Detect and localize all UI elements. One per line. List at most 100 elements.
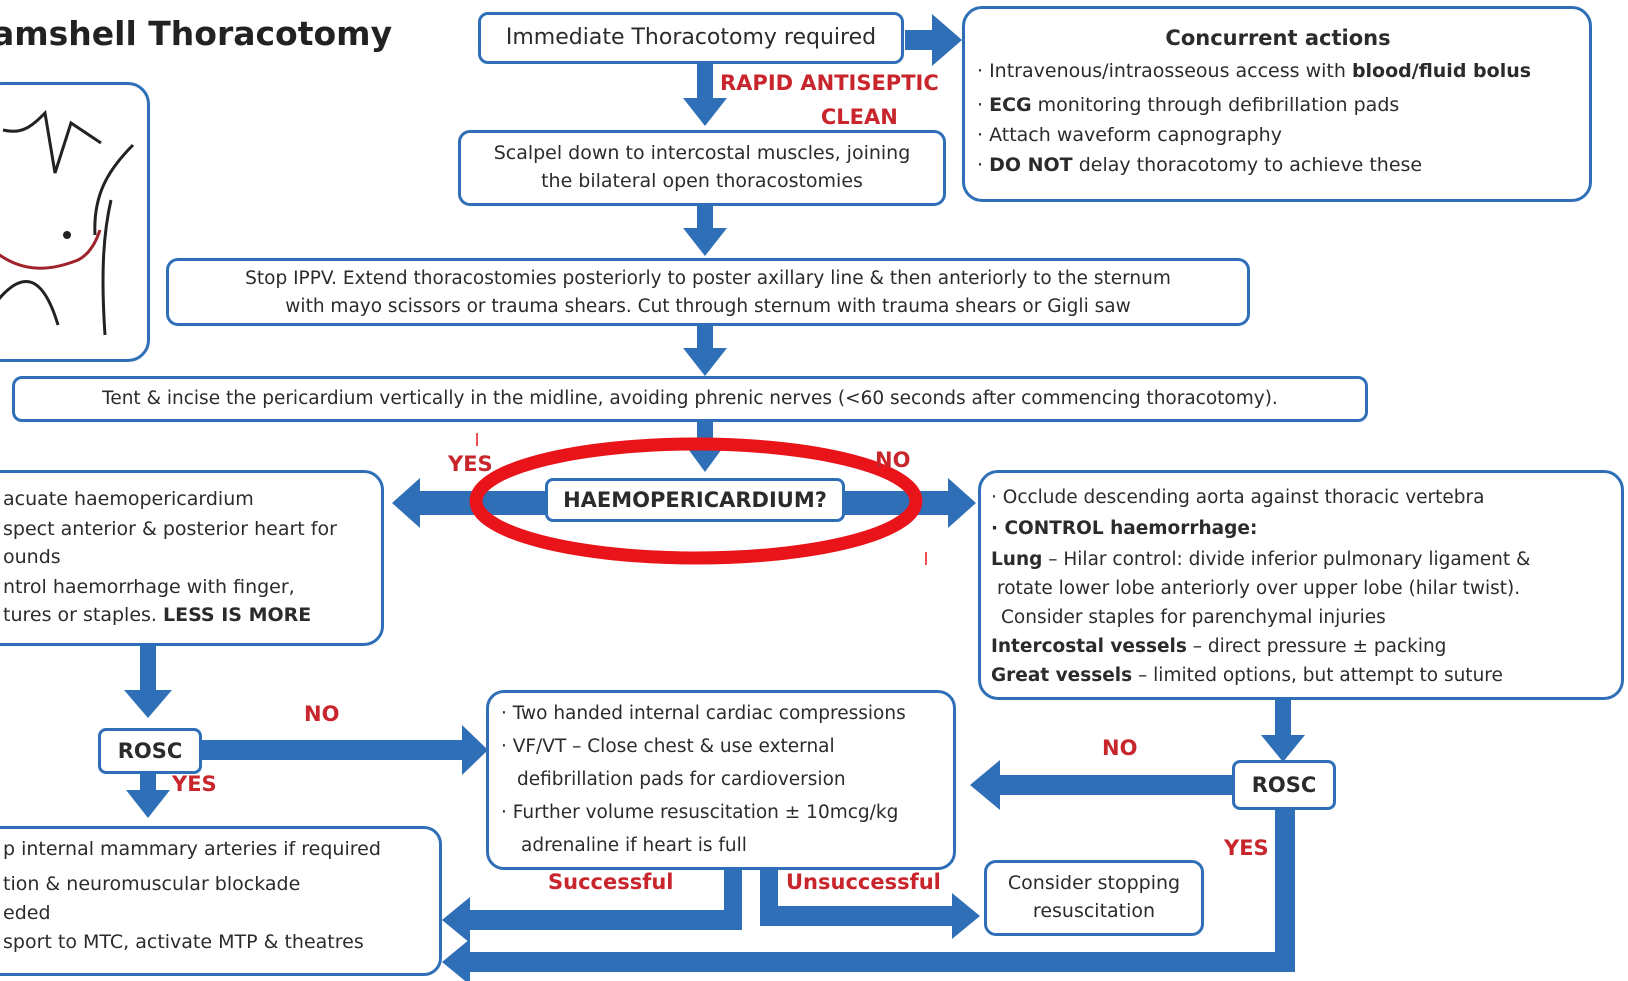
concurrent-item-1-bold: blood/fluid bolus	[1351, 60, 1532, 82]
control-line4: rotate lower lobe anteriorly over upper …	[997, 578, 1521, 599]
scalpel-line1: Scalpel down to intercostal muscles, joi…	[493, 142, 911, 164]
compressions-line3: defibrillation pads for cardioversion	[517, 769, 846, 790]
arrow-unsuccessful	[760, 868, 980, 939]
concurrent-item-2: · ECG monitoring through defibrillation …	[977, 91, 1579, 119]
arrow-left-to-rosc	[124, 645, 172, 718]
control-line7-text: – limited options, but attempt to suture	[1132, 665, 1503, 686]
arrow-decision-no-right	[842, 478, 976, 528]
rosc-right-text: ROSC	[1251, 773, 1317, 797]
post-rosc-line3: eded	[3, 902, 51, 924]
concurrent-item-1-text: · Intravenous/intraosseous access with	[977, 60, 1352, 82]
clamshell-incision-line	[0, 229, 102, 270]
arrow-rosc-right-yes	[442, 808, 1295, 981]
page-title: amshell Thoracotomy	[0, 14, 393, 53]
arrow-start-to-concurrent	[905, 14, 962, 66]
scalpel-line2: the bilateral open thoracostomies	[541, 170, 863, 192]
control-line3-bold: Lung	[991, 549, 1043, 570]
chest-side-line	[101, 199, 113, 336]
nipple-dot	[63, 231, 71, 239]
arrow-scalpel-to-stop	[683, 204, 727, 256]
control-line1: · Occlude descending aorta against thora…	[991, 487, 1485, 508]
highlight-ellipse	[469, 437, 923, 565]
arrow-decision-yes-left	[392, 478, 545, 528]
stop-ippv-line1: Stop IPPV. Extend thoracostomies posteri…	[245, 268, 1171, 289]
arrow-rosc-left-no	[200, 725, 488, 775]
compressions-line5: adrenaline if heart is full	[521, 835, 747, 856]
arrow-right-to-rosc	[1261, 700, 1305, 762]
decision-yes-label: YES	[448, 452, 493, 476]
concurrent-actions-box: Concurrent actions · Intravenous/intraos…	[962, 6, 1592, 202]
control-line6-bold: Intercostal vessels	[991, 636, 1187, 657]
rosc-left-box: ROSC	[98, 728, 202, 774]
post-rosc-line2: tion & neuromuscular blockade	[3, 873, 301, 895]
start-box: Immediate Thoracotomy required	[478, 12, 904, 64]
evacuate-line5: tures or staples. LESS IS MORE	[3, 601, 381, 629]
haemopericardium-decision: HAEMOPERICARDIUM?	[545, 478, 845, 522]
evacuate-line1: acuate haemopericardium	[3, 488, 254, 510]
decision-text: HAEMOPERICARDIUM?	[563, 488, 827, 512]
arrow-successful	[442, 868, 742, 943]
concurrent-item-4-prefix: ·	[977, 154, 990, 176]
control-line2: · CONTROL haemorrhage:	[991, 518, 1258, 539]
rosc-right-yes-label: YES	[1224, 836, 1269, 860]
arrow-set	[124, 14, 1305, 981]
decision-no-label: NO	[875, 448, 911, 472]
rosc-left-no-label: NO	[304, 702, 340, 726]
evacuate-line5-bold: LESS IS MORE	[163, 604, 312, 626]
post-rosc-line1: p internal mammary arteries if required	[3, 838, 381, 860]
control-line3-text: – Hilar control: divide inferior pulmona…	[1042, 549, 1531, 570]
evacuate-line5-text: tures or staples.	[3, 604, 163, 626]
control-line5: Consider staples for parenchymal injurie…	[1001, 607, 1386, 628]
compressions-box: · Two handed internal cardiac compressio…	[486, 690, 956, 870]
arrow-start-to-scalpel	[683, 62, 727, 126]
rosc-left-yes-label: YES	[172, 772, 217, 796]
post-rosc-line4: sport to MTC, activate MTP & theatres	[3, 931, 364, 953]
rapid-antiseptic-line1: RAPID ANTISEPTIC	[720, 71, 939, 95]
concurrent-item-2-text: monitoring through defibrillation pads	[1031, 94, 1400, 116]
concurrent-item-2-prefix: ·	[977, 94, 990, 116]
successful-label: Successful	[548, 870, 674, 894]
concurrent-heading: Concurrent actions	[1165, 26, 1391, 50]
rosc-left-text: ROSC	[117, 739, 183, 763]
arrow-rosc-right-no	[970, 760, 1232, 810]
control-line6: Intercostal vessels – direct pressure ± …	[991, 632, 1621, 661]
control-line6-text: – direct pressure ± packing	[1186, 636, 1447, 657]
unsuccessful-label: Unsuccessful	[786, 870, 941, 894]
chest-outline-left	[2, 109, 102, 174]
concurrent-item-3-text: · Attach waveform capnography	[977, 124, 1282, 146]
tent-text: Tent & incise the pericardium vertically…	[102, 388, 1278, 409]
stop-ippv-line2: with mayo scissors or trauma shears. Cut…	[285, 296, 1131, 317]
incision-diagram-box	[0, 82, 150, 362]
control-haemorrhage-box: · Occlude descending aorta against thora…	[978, 470, 1624, 700]
rapid-antiseptic-line2: CLEAN	[820, 105, 898, 129]
control-line7-bold: Great vessels	[991, 665, 1133, 686]
arrow-stop-to-tent	[683, 324, 727, 376]
evacuate-line2: spect anterior & posterior heart for	[3, 518, 337, 540]
concurrent-item-4-text: delay thoracotomy to achieve these	[1072, 154, 1423, 176]
compressions-line2: · VF/VT – Close chest & use external	[501, 736, 835, 757]
evacuate-box: acuate haemopericardium spect anterior &…	[0, 470, 384, 646]
evacuate-line4: ntrol haemorrhage with finger,	[3, 576, 295, 598]
stop-ippv-box: Stop IPPV. Extend thoracostomies posteri…	[166, 258, 1250, 326]
chest-incision-drawing	[0, 109, 135, 336]
chest-lower-line	[0, 280, 60, 326]
stopping-line1: Consider stopping	[1007, 872, 1181, 894]
compressions-line1: · Two handed internal cardiac compressio…	[501, 703, 906, 724]
concurrent-item-4-bold: DO NOT	[989, 154, 1073, 176]
post-rosc-box: p internal mammary arteries if required …	[0, 826, 442, 976]
compressions-line4: · Further volume resuscitation ± 10mcg/k…	[501, 802, 899, 823]
rosc-right-box: ROSC	[1232, 760, 1336, 810]
arrow-rosc-left-yes	[126, 770, 170, 818]
concurrent-item-1: · Intravenous/intraosseous access with b…	[977, 57, 1579, 85]
evacuate-line3: ounds	[3, 546, 61, 568]
control-line7: Great vessels – limited options, but att…	[991, 661, 1621, 690]
tent-box: Tent & incise the pericardium vertically…	[12, 376, 1368, 422]
concurrent-item-4: · DO NOT delay thoracotomy to achieve th…	[977, 151, 1579, 179]
rosc-right-no-label: NO	[1102, 736, 1138, 760]
concurrent-item-2-bold: ECG	[989, 94, 1032, 116]
stopping-line2: resuscitation	[1032, 900, 1156, 922]
chest-outline-right	[93, 143, 135, 236]
control-line3: Lung – Hilar control: divide inferior pu…	[991, 545, 1621, 574]
